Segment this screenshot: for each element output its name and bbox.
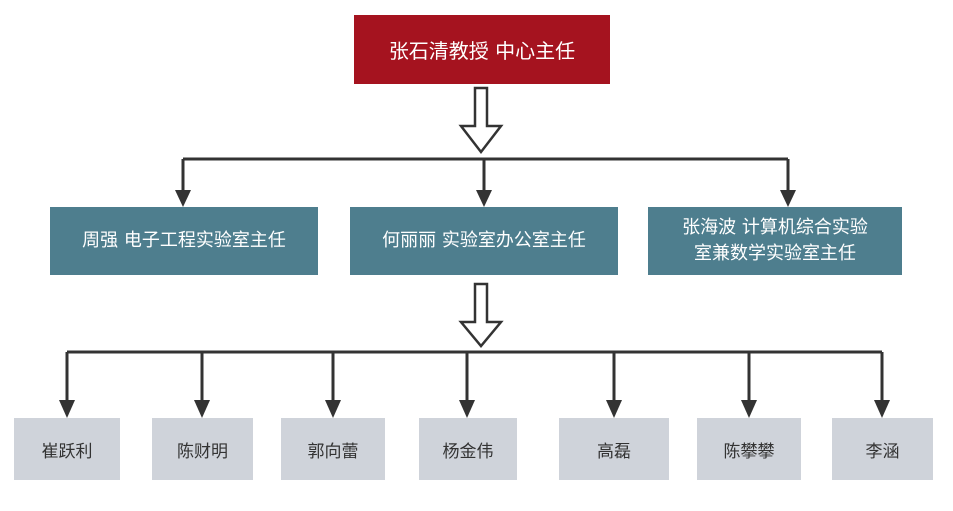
manager-label: 周强 电子工程实验室主任 — [82, 230, 286, 251]
hollow-down-arrow-icon — [458, 282, 504, 348]
arrow-head-icon — [874, 400, 890, 418]
center-director-box: 张石清教授 中心主任 — [354, 15, 610, 84]
manager-box-computer-math-lab: 张海波 计算机综合实验 室兼数学实验室主任 — [648, 207, 902, 275]
manager-box-lab-office: 何丽丽 实验室办公室主任 — [350, 207, 618, 275]
manager-label: 何丽丽 实验室办公室主任 — [382, 230, 586, 251]
arrow-head-icon — [194, 400, 210, 418]
staff-box: 崔跃利 — [14, 418, 120, 480]
manager-label: 张海波 计算机综合实验 — [682, 217, 868, 238]
center-director-label: 张石清教授 中心主任 — [388, 39, 576, 63]
staff-bus-line — [65, 350, 884, 402]
staff-box: 高磊 — [559, 418, 669, 480]
staff-name: 高磊 — [597, 441, 631, 462]
staff-box: 陈财明 — [152, 418, 253, 480]
arrow-head-icon — [59, 400, 75, 418]
arrow-head-icon — [780, 190, 796, 207]
staff-box: 杨金伟 — [419, 418, 517, 480]
staff-box: 李涵 — [832, 418, 933, 480]
manager-box-electronics-lab: 周强 电子工程实验室主任 — [50, 207, 318, 275]
staff-name: 郭向蕾 — [307, 441, 359, 462]
staff-name: 陈攀攀 — [723, 441, 775, 462]
arrow-head-icon — [175, 190, 191, 207]
staff-name: 杨金伟 — [442, 441, 494, 462]
staff-box: 陈攀攀 — [697, 418, 801, 480]
arrow-head-icon — [325, 400, 341, 418]
arrow-head-icon — [476, 190, 492, 207]
arrow-head-icon — [606, 400, 622, 418]
arrow-head-icon — [741, 400, 757, 418]
manager-label-line2: 室兼数学实验室主任 — [693, 243, 856, 264]
staff-box: 郭向蕾 — [281, 418, 385, 480]
arrow-head-icon — [459, 400, 475, 418]
staff-name: 陈财明 — [177, 441, 228, 462]
hollow-down-arrow-icon — [458, 86, 504, 155]
staff-name: 崔跃利 — [41, 441, 93, 462]
staff-name: 李涵 — [865, 441, 900, 462]
manager-bus-line — [181, 157, 790, 192]
